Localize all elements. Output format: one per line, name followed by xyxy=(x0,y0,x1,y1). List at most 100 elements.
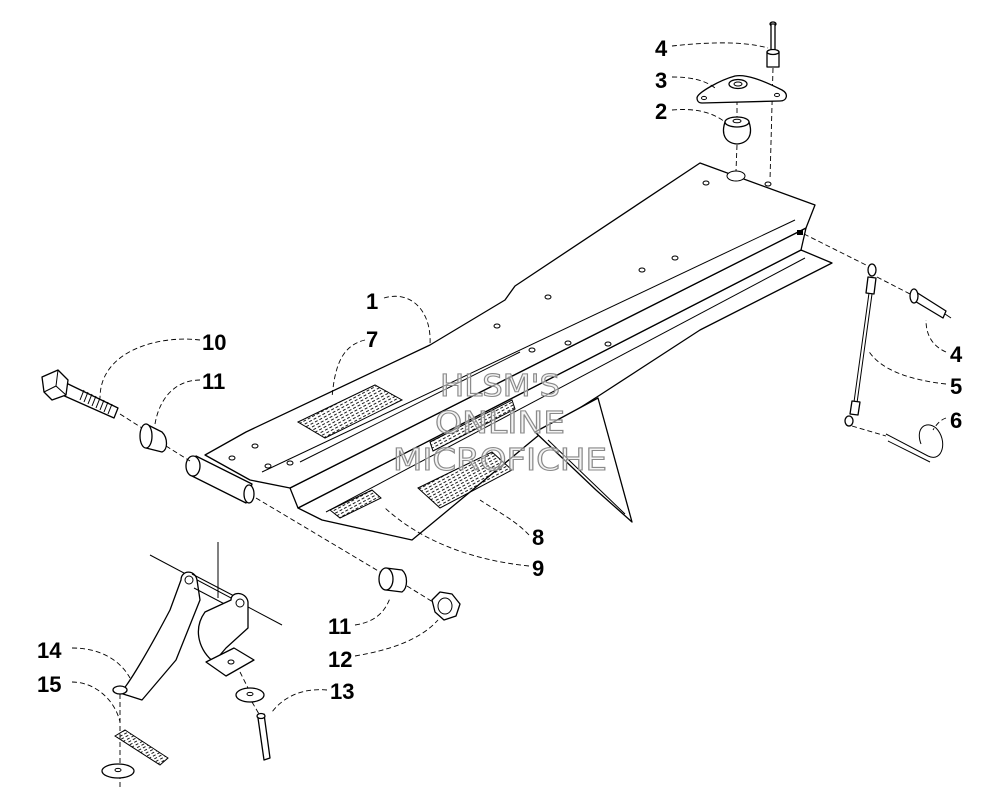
mounting-hole xyxy=(764,181,772,187)
assembly-axis xyxy=(851,425,887,437)
leader-line-3 xyxy=(671,76,716,89)
bolt-head-flat xyxy=(43,369,67,396)
bracket-right-leg xyxy=(197,592,249,663)
leader-line-6 xyxy=(932,417,947,431)
cable-eye xyxy=(867,263,877,277)
callout-5: 5 xyxy=(950,374,962,399)
decal-7 xyxy=(296,384,404,439)
assembly-axis xyxy=(803,233,869,267)
leader-line-9 xyxy=(384,507,530,567)
beam-fin-edge xyxy=(547,439,626,515)
leader-line-14 xyxy=(71,647,131,679)
mounting-hole xyxy=(264,463,272,469)
callout-15: 15 xyxy=(37,672,61,697)
rivet-head xyxy=(909,288,919,304)
flange-nut xyxy=(431,591,461,621)
bushing-face xyxy=(378,567,394,591)
watermark-line: MICROFICHE xyxy=(393,443,607,478)
callouts: 4 3 2 1 7 10 11 4 5 6 8 9 11 12 13 14 15 xyxy=(37,36,963,704)
grommet xyxy=(722,121,752,145)
washer xyxy=(112,685,128,695)
plate-hole xyxy=(774,92,780,98)
mounting-hole xyxy=(493,323,501,329)
beam-fin xyxy=(534,397,633,523)
assembly-axis xyxy=(119,413,191,462)
callout-8: 8 xyxy=(532,525,544,550)
rivet-head xyxy=(256,712,266,720)
mounting-hole xyxy=(564,340,572,346)
cable-sleeve xyxy=(849,400,861,416)
beam-flange xyxy=(297,249,833,541)
callout-3: 3 xyxy=(655,68,667,93)
leader-lines xyxy=(71,42,947,723)
bolt-threads xyxy=(79,389,113,415)
watermark: HLSM'S ONLINE MICROFICHE xyxy=(392,368,607,478)
decal-side-label xyxy=(429,399,516,452)
watermark-line: HLSM'S xyxy=(440,369,560,404)
mounting-hole xyxy=(544,294,552,300)
callout-1: 1 xyxy=(366,289,378,314)
cable-sleeve xyxy=(865,276,877,295)
beam-side-hole xyxy=(797,230,803,235)
hair-pin-clip xyxy=(885,424,944,463)
callout-9: 9 xyxy=(532,556,544,581)
strap-plate xyxy=(114,729,169,766)
mount-plate xyxy=(696,74,787,104)
rivet-tip xyxy=(944,313,952,319)
pin-shaft xyxy=(770,23,776,53)
disc-hole xyxy=(246,691,254,697)
beam-flange-crease xyxy=(325,257,806,513)
cable-wire xyxy=(853,292,873,404)
leader-line-15 xyxy=(71,681,121,723)
bushing-face xyxy=(139,423,153,449)
callout-11: 11 xyxy=(328,614,351,639)
leader-line-13 xyxy=(271,689,328,713)
leader-line-1 xyxy=(383,295,431,346)
tether-hardware xyxy=(803,233,952,463)
mounting-hole xyxy=(251,443,259,449)
leader-line-2 xyxy=(671,109,726,123)
callout-10: 10 xyxy=(202,330,226,355)
stand-bracket xyxy=(101,542,283,790)
mounting-hole xyxy=(604,341,612,347)
leader-line-4 xyxy=(925,319,947,353)
chassis-beam xyxy=(185,162,833,541)
leader-line-11 xyxy=(154,379,201,425)
bracket-axis xyxy=(149,542,283,626)
top-mount-hardware xyxy=(696,21,787,181)
front-bolt-hardware xyxy=(41,369,191,462)
plate-center-hole xyxy=(733,81,743,87)
bolt-shaft xyxy=(59,381,119,419)
bracket-left-leg xyxy=(119,571,201,701)
assembly-axis xyxy=(876,276,911,295)
beam-tube-end xyxy=(185,455,201,477)
mounting-hole xyxy=(228,455,236,461)
mounting-hole xyxy=(702,180,710,186)
rivet-shaft xyxy=(257,713,271,761)
cable-eye xyxy=(844,415,854,427)
nut-bore xyxy=(437,597,453,615)
mounting-hole xyxy=(638,267,646,273)
callout-7: 7 xyxy=(366,327,378,352)
bracket-foot-hole xyxy=(227,659,235,665)
beam-tube-end xyxy=(243,484,255,504)
bolt-head xyxy=(41,369,69,401)
leader-line-11 xyxy=(354,597,391,626)
assembly-axis xyxy=(239,671,260,715)
leader-line-4 xyxy=(671,42,769,49)
pin-collar xyxy=(766,48,780,56)
grommet-hole xyxy=(732,118,742,124)
callout-11: 11 xyxy=(202,369,225,394)
bracket-hole xyxy=(235,598,245,608)
callout-14: 14 xyxy=(37,638,62,663)
disc-hole xyxy=(114,767,122,773)
watermark-line: ONLINE xyxy=(435,406,565,441)
callout-4: 4 xyxy=(655,36,668,61)
plate-hole xyxy=(701,95,707,101)
leader-line-5 xyxy=(867,349,947,385)
leader-line-10 xyxy=(99,338,201,399)
rear-fastener-hardware xyxy=(255,497,461,621)
mounting-hole xyxy=(671,255,679,261)
leader-line-8 xyxy=(479,499,530,536)
